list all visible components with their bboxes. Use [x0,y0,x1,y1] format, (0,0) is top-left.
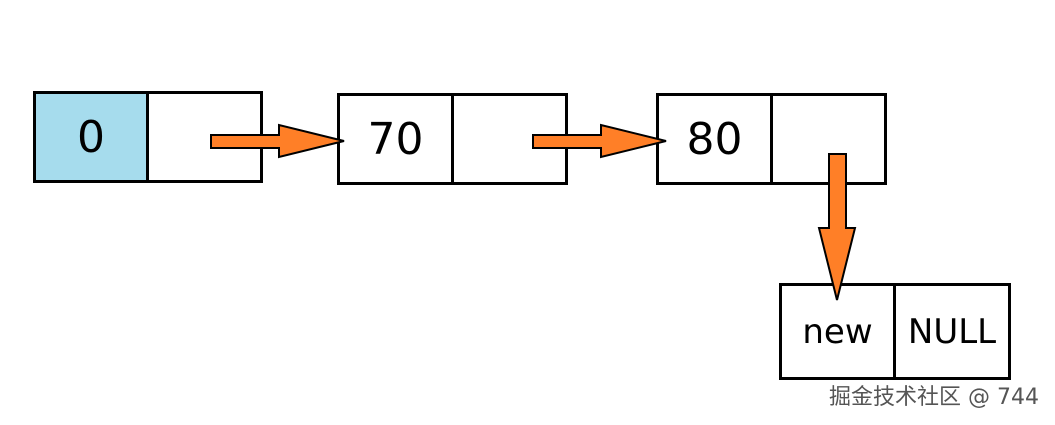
node-2-value: 80 [686,113,743,165]
new-node-next-cell: NULL [893,283,1011,380]
node-0-data-cell: 0 [33,91,149,183]
new-node-data-cell: new [779,283,896,380]
arrow-node2-to-new-node [817,153,857,301]
new-node-next: NULL [907,311,997,352]
node-2-data-cell: 80 [656,93,773,185]
node-0-value: 0 [77,111,105,163]
watermark: 掘金技术社区 @ 744 [829,385,1039,410]
node-1-data-cell: 70 [337,93,454,185]
arrow-node1-to-node2 [532,123,667,159]
arrow-node0-to-node1 [210,123,345,159]
node-1-value: 70 [367,113,424,165]
new-node-value: new [802,311,873,352]
